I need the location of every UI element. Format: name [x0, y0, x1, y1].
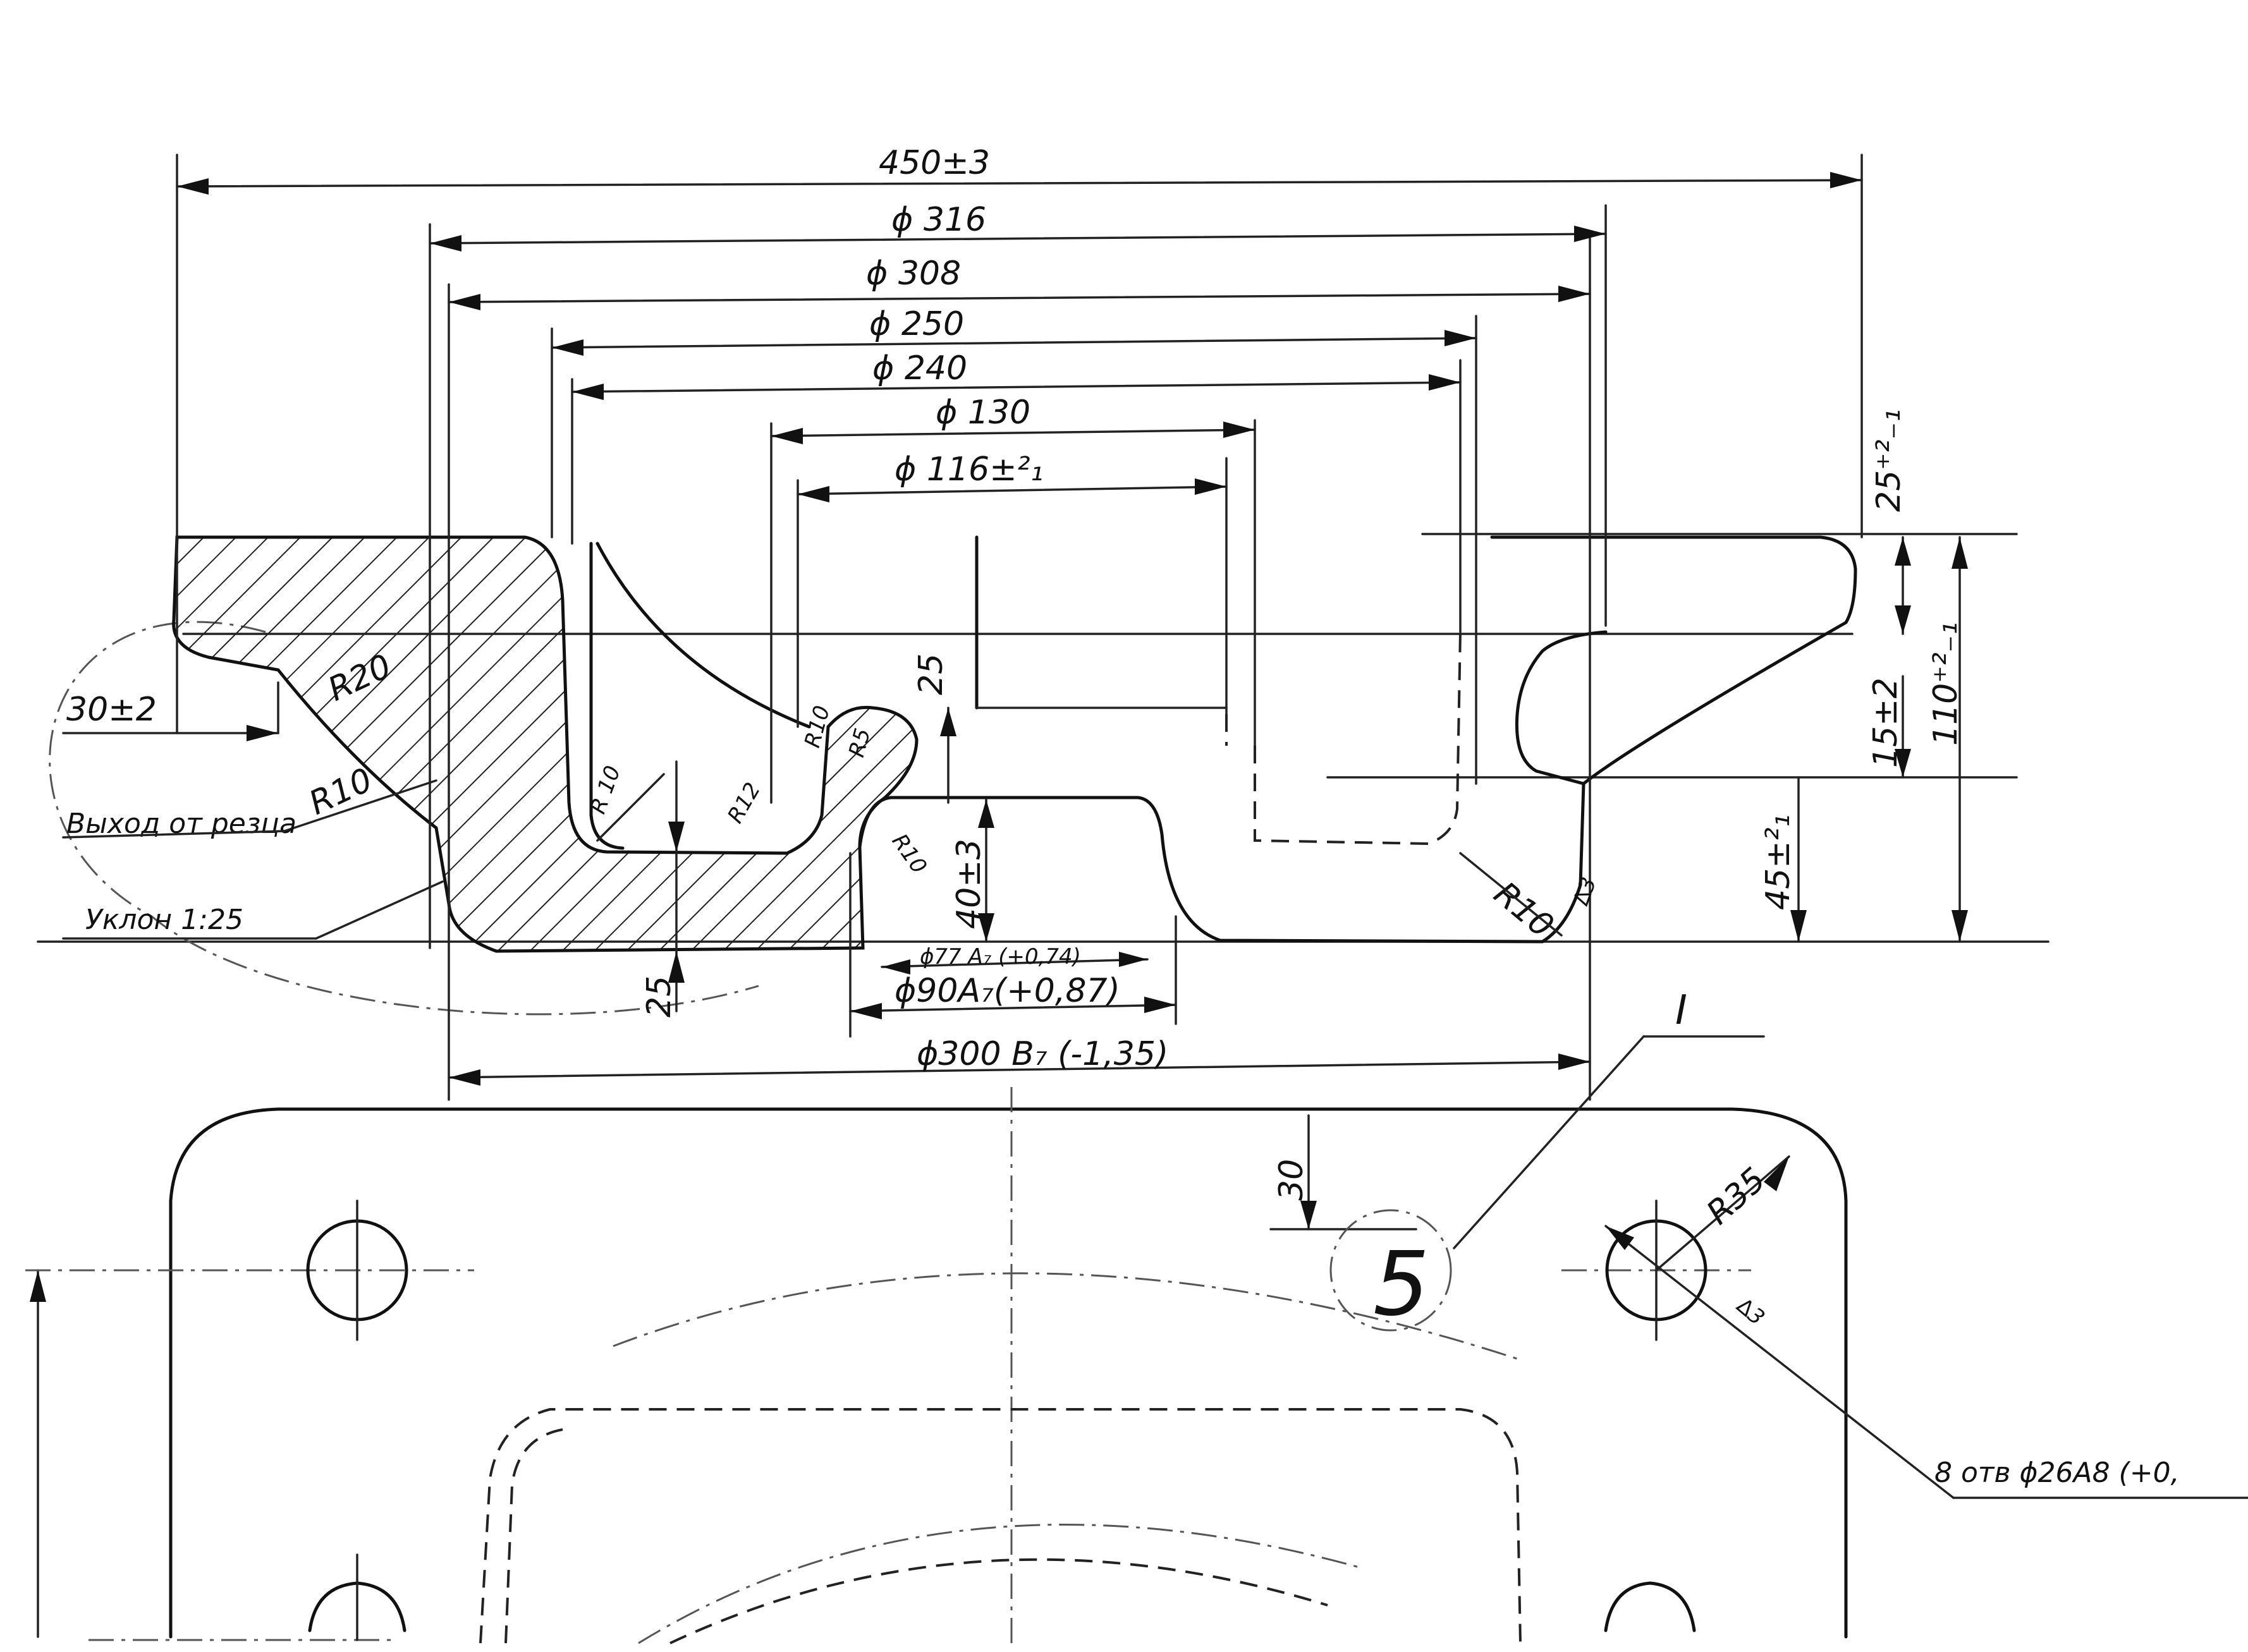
- dim-30-bottom: 30: [1273, 1159, 1310, 1201]
- slope-note: Уклон 1:25: [85, 904, 243, 936]
- right-recess: [1515, 630, 1608, 786]
- hidden-inner-arc-2: [669, 1558, 1328, 1644]
- dim-300: ϕ300 B₇ (-1,35): [917, 1035, 1168, 1073]
- dim-250: ϕ 250: [869, 305, 964, 343]
- section-hatch-left: [172, 535, 919, 953]
- radius-r10-lower: R10: [887, 829, 932, 878]
- detail-callout-circle: [1329, 1209, 1452, 1332]
- roughness-mark-plan: ∆3: [1731, 1293, 1769, 1331]
- dim-130: ϕ 130: [936, 394, 1030, 432]
- inner-arc: [596, 542, 811, 729]
- dim-45: 45±²₁: [1759, 815, 1797, 910]
- dim-90: ϕ90A₇(+0,87): [895, 972, 1120, 1010]
- hidden-boss-outline: [479, 1408, 1522, 1644]
- horizontal-dimensions: 450±3 ϕ 316 ϕ 308 ϕ 250 ϕ 240 ϕ 130 ϕ 11…: [62, 144, 1863, 1086]
- section-profile-right: [858, 535, 1857, 944]
- holes-note: 8 отв ϕ26A8 (+0,: [1934, 1457, 2180, 1489]
- radius-r10-left: R10: [303, 761, 378, 823]
- section-view: [37, 154, 2049, 1101]
- detail-circle-outline: [49, 621, 759, 1016]
- detail-number: 5: [1373, 1233, 1429, 1336]
- dim-25-bottom: 25: [640, 976, 678, 1017]
- dim-240: ϕ 240: [872, 349, 967, 387]
- hidden-boss-inner: [504, 1428, 563, 1644]
- hidden-inner-arc-1: [638, 1524, 1360, 1644]
- dim-25-right: 25⁺²₋₁: [1870, 409, 1908, 512]
- hidden-pocket: [1254, 631, 1462, 846]
- dim-450: 450±3: [879, 144, 990, 182]
- dim-15: 15±2: [1867, 677, 1905, 768]
- plan-view: 5 I R35 ∆3 8 отв ϕ26A8 (+0,: [25, 987, 2248, 1644]
- radius-r35: R35: [1700, 1161, 1773, 1232]
- dim-316: ϕ 316: [891, 201, 986, 239]
- dim-116: ϕ 116±²₁: [895, 451, 1043, 489]
- view-mark: I: [1675, 987, 1687, 1034]
- dim-40: 40±3: [950, 839, 988, 929]
- flange-outline: [169, 1107, 1848, 1639]
- dim-77: ϕ77 A₇ (+0,74): [920, 944, 1081, 969]
- dim-25-top: 25: [912, 653, 950, 695]
- vertical-dimensions: 110⁺²₋₁ 25⁺²₋₁ 15±2 45±²₁ 25 40±3 25 30: [30, 409, 1968, 1638]
- dim-308: ϕ 308: [866, 255, 961, 293]
- radius-r12: R12: [723, 779, 766, 828]
- bolt-hole-bottom-right: [1604, 1581, 1696, 1632]
- dim-30: 30±2: [66, 691, 157, 729]
- construction-arc: [613, 1272, 1518, 1360]
- dim-110: 110⁺²₋₁: [1927, 622, 1965, 746]
